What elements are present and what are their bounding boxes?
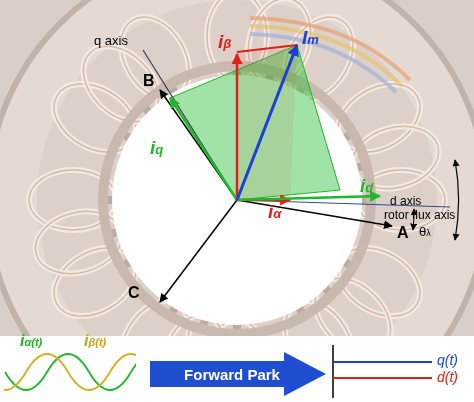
input-waveforms bbox=[4, 354, 136, 390]
axis-label: rotor flux axis bbox=[384, 209, 455, 222]
stator-housing bbox=[0, 0, 474, 336]
i-alpha-wave bbox=[5, 354, 136, 390]
arrow-label: Forward Park bbox=[184, 366, 292, 383]
output-axis bbox=[332, 345, 334, 398]
signal-label: q(t) bbox=[437, 353, 458, 368]
signal-label: d(t) bbox=[437, 370, 458, 385]
axis-label: q axis bbox=[94, 34, 128, 48]
q-axis-line bbox=[143, 50, 237, 200]
current-label: iα bbox=[268, 202, 281, 223]
stator-core bbox=[37, 0, 437, 336]
transform-arrow: Forward Park bbox=[150, 352, 326, 396]
current-label: id bbox=[360, 176, 373, 197]
current-label: Im bbox=[302, 28, 319, 49]
rotation-arrow bbox=[455, 160, 459, 240]
i-beta-vector bbox=[236, 54, 239, 200]
i-beta-wave bbox=[4, 354, 136, 390]
arrow-body bbox=[150, 352, 326, 396]
dq-projection-shading bbox=[170, 45, 340, 200]
axis-label: d axis bbox=[390, 195, 421, 208]
phase-label: A bbox=[397, 224, 409, 242]
phase-label: C bbox=[128, 284, 140, 302]
current-label: iq bbox=[150, 138, 163, 159]
angle-label: θλ bbox=[419, 225, 431, 239]
signal-label: iα(t) bbox=[20, 332, 42, 350]
alpha-beta-shading bbox=[237, 45, 297, 200]
d-output-line bbox=[333, 377, 432, 379]
phase-c-axis bbox=[160, 200, 237, 302]
beta-projection-line bbox=[237, 45, 297, 52]
phase-label: B bbox=[143, 72, 155, 90]
i-d-vector bbox=[237, 196, 380, 200]
lower-panel bbox=[0, 336, 474, 402]
i-q-vector bbox=[170, 98, 237, 200]
phase-b-axis bbox=[160, 90, 237, 200]
phase-a-axis bbox=[237, 200, 392, 226]
current-label: iβ bbox=[218, 32, 231, 53]
stator-windings bbox=[28, 0, 445, 336]
i-m-vector bbox=[237, 45, 297, 200]
stator-photo bbox=[0, 0, 474, 336]
signal-label: iβ(t) bbox=[84, 332, 106, 350]
q-output-line bbox=[333, 361, 432, 363]
